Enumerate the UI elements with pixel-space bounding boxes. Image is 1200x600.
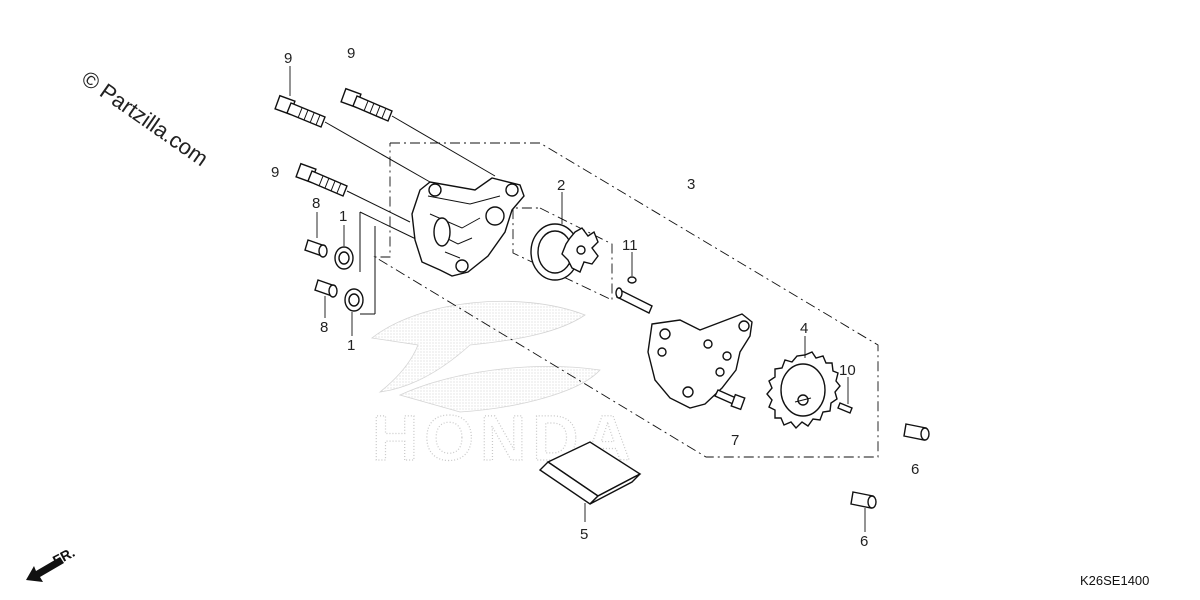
callout-9-middle: 9 [271, 164, 279, 181]
partzilla-watermark: © Partzilla.com [77, 66, 213, 172]
dowel-pin-small [627, 276, 637, 284]
callout-1-bottom: 1 [347, 337, 355, 354]
callout-11: 11 [622, 237, 638, 254]
callout-9-right: 9 [347, 45, 355, 62]
flange-bolt-upper-right [340, 87, 496, 177]
pump-cover-plate [647, 313, 753, 409]
callout-8-top: 8 [312, 195, 320, 212]
front-arrow-icon [26, 557, 64, 582]
callout-8-bottom: 8 [320, 319, 328, 336]
callout-7: 7 [731, 432, 739, 449]
flange-bolt-upper-left [274, 94, 431, 183]
callout-1-top: 1 [339, 208, 347, 225]
callout-6-lower: 6 [860, 533, 868, 550]
oil-strainer [538, 441, 642, 505]
o-ring-upper [334, 246, 354, 270]
cover-bolt [714, 389, 746, 411]
callout-4: 4 [800, 320, 808, 337]
rotor-set-bracket [512, 207, 613, 301]
oil-pump-driven-gear [766, 351, 841, 430]
dowel-collar-lower [850, 491, 877, 509]
dowel-pin [837, 402, 853, 414]
dowel-collar-upper [903, 423, 930, 441]
callout-9-left: 9 [284, 50, 292, 67]
callout-3: 3 [687, 176, 695, 193]
honda-wing-icon [371, 300, 601, 413]
callout-5: 5 [580, 526, 588, 543]
assembly-boundary [373, 142, 879, 458]
callout-10: 10 [839, 362, 856, 379]
oil-pump-body [411, 177, 525, 277]
callout-2: 2 [557, 177, 565, 194]
rotor-set [530, 223, 599, 281]
dowel-pin-lower [314, 279, 338, 298]
diagram-code: K26SE1400 [1080, 573, 1149, 588]
flange-bolt-middle [295, 162, 411, 223]
callout-6-upper: 6 [911, 461, 919, 478]
pump-shaft [615, 287, 653, 314]
seal-bracket [359, 211, 419, 315]
o-ring-lower [344, 288, 364, 312]
dowel-pin-upper [304, 239, 328, 258]
